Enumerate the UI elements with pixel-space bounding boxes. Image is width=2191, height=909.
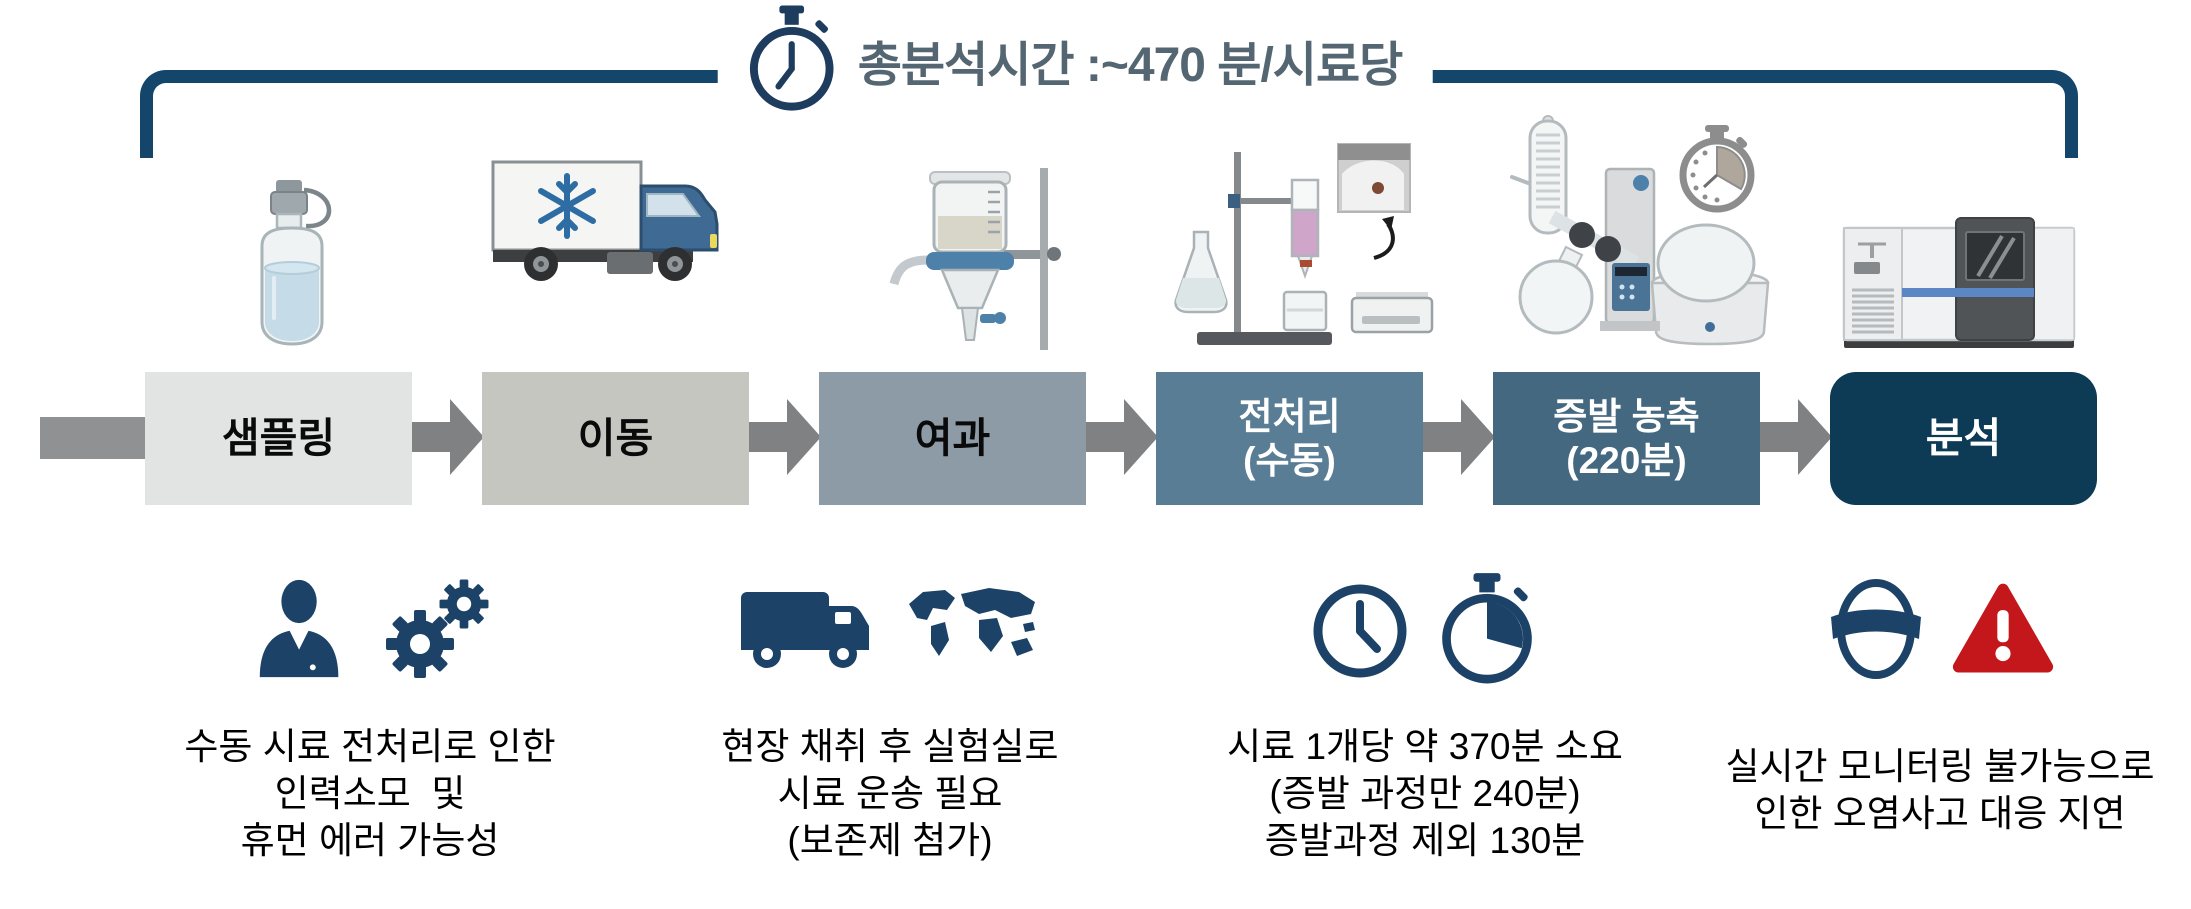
step-box-pretreatment: 전처리 (수동)	[1156, 372, 1423, 505]
step-label: 이동	[577, 414, 654, 461]
stopwatch-icon	[1442, 573, 1532, 684]
flow-arrow-icon	[410, 399, 484, 475]
callout-icons	[1825, 575, 2055, 683]
step-box-transport: 이동	[482, 372, 749, 505]
analyzer-instrument-icon	[1842, 217, 2076, 348]
step-label: 분석	[1925, 414, 2002, 461]
manual-prep-icon	[1174, 143, 1434, 345]
callout-line: 수동 시료 전처리로 인한	[184, 726, 556, 767]
callout-icons	[1310, 573, 1540, 684]
step-sublabel: (220분)	[1566, 439, 1687, 481]
technician-icon	[259, 579, 339, 678]
vacuum-filtration-icon	[889, 168, 1061, 350]
callout-time: 시료 1개당 약 370분 소요 (증발 과정만 240분) 증발과정 제외 1…	[1165, 573, 1685, 864]
callout-line: 시료 1개당 약 370분 소요	[1227, 726, 1623, 767]
freezer-truck-icon	[491, 160, 719, 281]
flow-entry-bar	[40, 417, 157, 459]
step-label: 여과	[914, 414, 991, 461]
blindfolded-monitoring-icon	[1831, 579, 1921, 679]
callout-transport: 현장 채취 후 실험실로 시료 운송 필요 (보존제 첨가)	[645, 575, 1135, 864]
callout-line: (보존제 첨가)	[787, 820, 993, 861]
gears-icon	[386, 579, 489, 678]
step-sublabel: (수동)	[1243, 439, 1336, 481]
flow-arrow-icon	[1084, 399, 1158, 475]
callout-line: 인한 오염사고 대응 지연	[1754, 793, 2126, 834]
callout-line: 휴먼 에러 가능성	[240, 820, 500, 861]
callout-line: 실시간 모니터링 불가능으로	[1725, 746, 2155, 787]
page-title: 총분석시간 :~470 분/시료당	[857, 39, 1404, 92]
step-box-analysis: 분석	[1830, 372, 2097, 505]
callout-line: 현장 채취 후 실험실로	[721, 726, 1059, 767]
step-box-evaporation: 증발 농축 (220분)	[1493, 372, 1760, 505]
callout-line: (증발 과정만 240분)	[1269, 773, 1581, 814]
warning-triangle-icon	[1952, 583, 2054, 673]
flow-arrow-icon	[1421, 399, 1495, 475]
clock-icon	[1313, 584, 1407, 678]
gray-stopwatch-icon	[1679, 125, 1755, 213]
step-label: 증발 농축	[1553, 395, 1700, 437]
delivery-truck-icon	[741, 592, 869, 668]
step-label: 샘플링	[221, 414, 336, 461]
flow-arrow-icon	[1758, 399, 1832, 475]
callout-icons	[739, 575, 1041, 683]
callout-text: 현장 채취 후 실험실로 시료 운송 필요 (보존제 첨가)	[721, 723, 1058, 864]
world-map-icon	[909, 588, 1035, 656]
callout-line: 시료 운송 필요	[777, 773, 1003, 814]
callout-monitoring: 실시간 모니터링 불가능으로 인한 오염사고 대응 지연	[1690, 575, 2190, 837]
flow-arrow-icon	[747, 399, 821, 475]
callout-text: 수동 시료 전처리로 인한 인력소모 및 휴먼 에러 가능성	[184, 723, 555, 864]
callout-manual-labor: 수동 시료 전처리로 인한 인력소모 및 휴먼 에러 가능성	[120, 575, 620, 864]
callout-text: 시료 1개당 약 370분 소요 (증발 과정만 240분) 증발과정 제외 1…	[1227, 723, 1623, 864]
callout-line: 증발과정 제외 130분	[1264, 820, 1586, 861]
callout-line: 인력소모 및	[274, 773, 466, 814]
step-box-filtration: 여과	[819, 372, 1086, 505]
rotary-evaporator-icon	[1510, 115, 1770, 346]
step-label: 전처리	[1238, 395, 1341, 437]
callout-icons	[248, 575, 492, 683]
callout-text: 실시간 모니터링 불가능으로 인한 오염사고 대응 지연	[1725, 743, 2154, 837]
sample-bottle-icon	[260, 180, 332, 346]
total-time-header: 총분석시간 :~470 분/시료당	[717, 0, 1433, 120]
stopwatch-icon	[749, 5, 834, 111]
step-box-sampling: 샘플링	[145, 372, 412, 505]
